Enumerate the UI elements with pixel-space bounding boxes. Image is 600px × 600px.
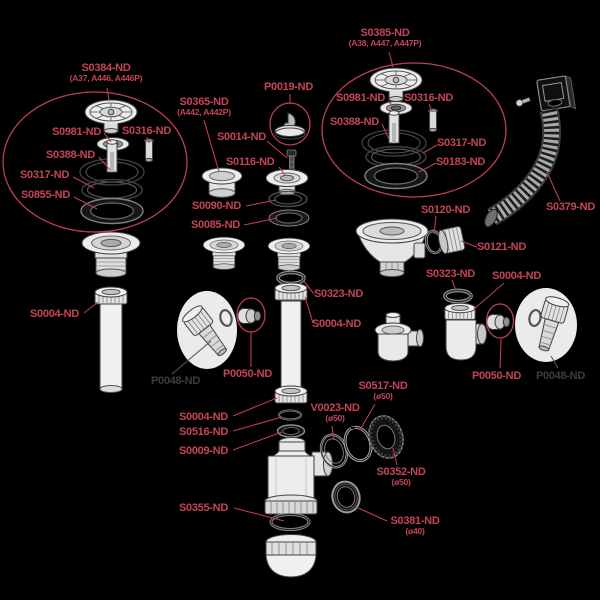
- part-bottle-trap-body: [264, 437, 333, 515]
- part-label-s0352: S0352-ND(ø50): [376, 466, 426, 488]
- part-label-s0004-right: S0004-ND: [492, 270, 541, 282]
- part-label-s0855: S0855-ND: [21, 189, 70, 201]
- part-label-s0014: S0014-ND: [217, 131, 266, 143]
- part-label-s0116: S0116-ND: [226, 156, 275, 168]
- part-s0004-tailpipe-left: [94, 286, 128, 393]
- part-s0183-seal: [364, 162, 428, 190]
- part-label-s0385: S0385-ND(A38, A447, A447P): [348, 27, 422, 49]
- part-label-s0004-bottom: S0004-ND: [179, 411, 228, 423]
- part-label-s0120: S0120-ND: [421, 204, 470, 216]
- part-label-s0085: S0085-ND: [191, 219, 240, 231]
- part-plate-screw: [515, 97, 531, 107]
- part-label-s0323-center: S0323-ND: [314, 288, 363, 300]
- part-overflow-funnel: [355, 218, 429, 277]
- part-label-s0323-right: S0323-ND: [426, 268, 475, 280]
- part-label-p0050-right: P0050-ND: [472, 370, 521, 382]
- part-s0323-oring-right: [443, 288, 473, 304]
- group-circle-p0050-right: [485, 303, 515, 339]
- part-label-s0517: S0517-ND(ø50): [358, 380, 408, 402]
- part-side-trap-b: [444, 302, 487, 361]
- part-side-trap-a: [374, 312, 424, 362]
- part-label-s0009: S0009-ND: [179, 445, 228, 457]
- part-s0388-stem-left: [79, 139, 145, 186]
- part-p0048-elbow-right: [528, 296, 570, 352]
- part-label-s0183: S0183-ND: [436, 156, 485, 168]
- part-s0004-nut-bottom: [274, 385, 308, 404]
- part-s0352-nut: [368, 415, 404, 459]
- part-label-s0004-center: S0004-ND: [312, 318, 361, 330]
- part-label-s0316-right: S0316-ND: [404, 92, 453, 104]
- part-s0516-ring: [278, 409, 302, 421]
- part-label-p0048-right: P0048-ND: [536, 370, 585, 382]
- part-drain-body-left: [81, 231, 141, 278]
- part-s0365-flange: [201, 167, 243, 198]
- group-circle-right: [321, 62, 507, 198]
- part-label-s0381: S0381-ND(ø40): [390, 515, 440, 537]
- part-label-s0004-left: S0004-ND: [30, 308, 79, 320]
- part-s0323-oring-center: [276, 270, 306, 286]
- part-label-s0365: S0365-ND(A442, A442P): [177, 96, 231, 118]
- part-s0355-oring: [269, 513, 311, 531]
- part-s0855-seal: [80, 197, 144, 225]
- part-label-s0384: S0384-ND(A37, A446, A446P): [69, 62, 143, 84]
- part-label-p0050-left: P0050-ND: [223, 368, 272, 380]
- part-p0050-connector-right: [486, 314, 511, 330]
- grouping-circles: [2, 62, 515, 339]
- part-label-s0516: S0516-ND: [179, 426, 228, 438]
- part-p0019-clip: [274, 112, 306, 140]
- part-label-s0388-right: S0388-ND: [330, 116, 379, 128]
- part-p0050-connector-left: [237, 308, 262, 324]
- part-label-v0023: V0023-ND(ø50): [310, 402, 360, 424]
- part-s0316-pin-right: [428, 108, 438, 133]
- part-label-s0316-left: S0316-ND: [122, 125, 171, 137]
- part-label-s0317-left: S0317-ND: [20, 169, 69, 181]
- part-label-s0090: S0090-ND: [192, 200, 241, 212]
- part-center-tube: [280, 300, 302, 393]
- part-label-s0121: S0121-ND: [477, 241, 526, 253]
- part-p0048-elbow-left: [182, 305, 233, 357]
- part-bottle-trap-cup: [265, 534, 317, 578]
- part-label-s0379: S0379-ND: [546, 201, 595, 213]
- part-label-s0317-right: S0317-ND: [437, 137, 486, 149]
- part-label-s0388-left: S0388-ND: [46, 149, 95, 161]
- part-s0379-overflow-hose: [484, 107, 562, 228]
- part-label-s0355: S0355-ND: [179, 502, 228, 514]
- part-label-p0019: P0019-ND: [264, 81, 313, 93]
- group-circle-left: [2, 91, 188, 233]
- part-s0004-nut-center: [274, 282, 308, 301]
- part-drain-body-center: [267, 237, 311, 271]
- part-label-p0048-left: P0048-ND: [151, 375, 200, 387]
- part-label-s0981-left: S0981-ND: [52, 126, 101, 138]
- part-s0317-ring-left: [81, 178, 143, 202]
- part-s0009-gasket: [276, 424, 306, 438]
- part-drain-body-middle: [202, 236, 246, 270]
- part-s0090-ring: [268, 190, 308, 208]
- part-s0085-ring: [268, 209, 310, 227]
- leader-lines: [72, 51, 561, 522]
- part-overflow-plate: [536, 75, 577, 112]
- part-s0121-nut: [438, 226, 466, 255]
- part-s0381-cuff-ring: [331, 480, 361, 514]
- part-label-s0981-right: S0981-ND: [336, 92, 385, 104]
